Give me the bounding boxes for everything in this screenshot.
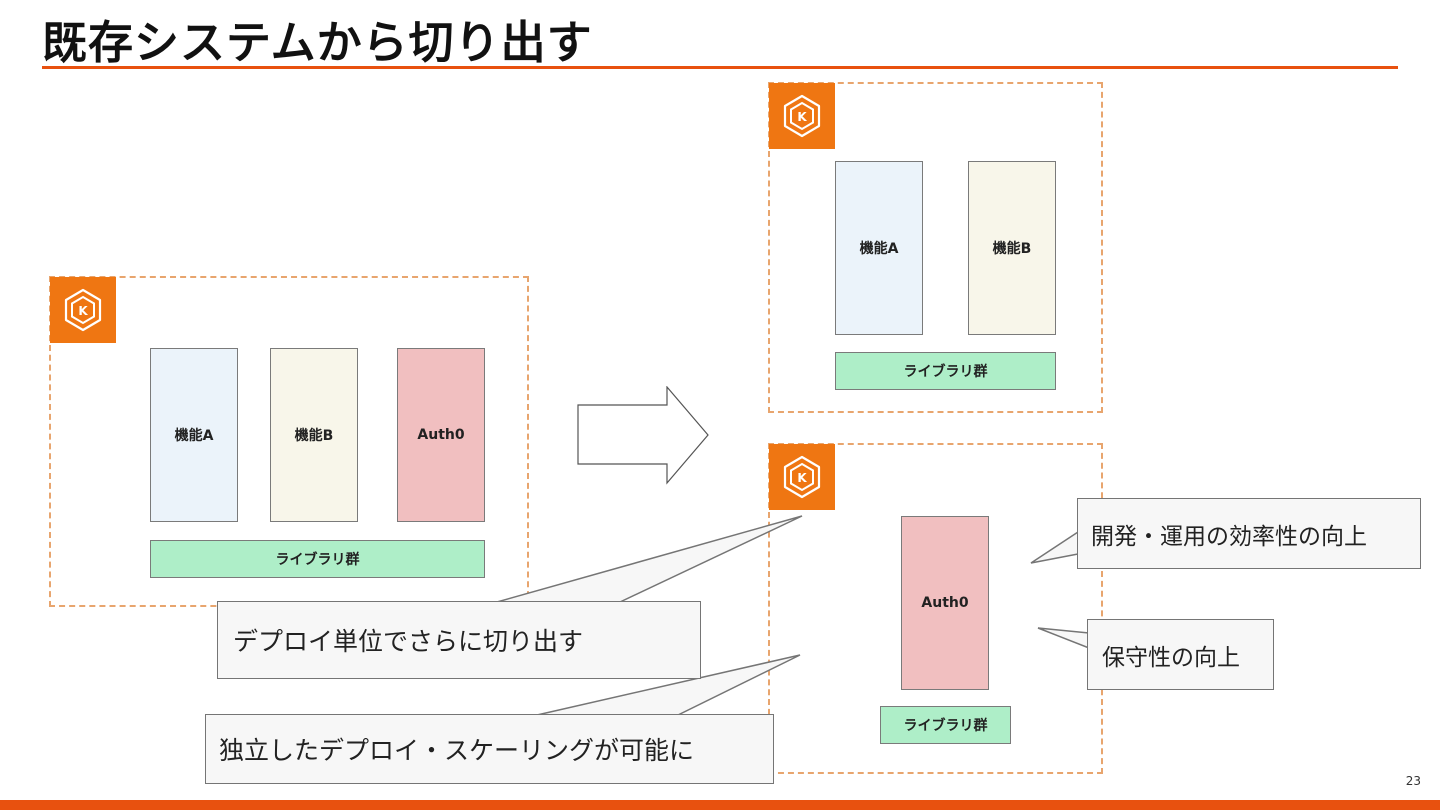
feature-b-module: 機能B (968, 161, 1056, 335)
auth-module: Auth0 (901, 516, 989, 690)
callout-split-more: デプロイ単位でさらに切り出す (217, 601, 701, 679)
cluster-after-bottom (768, 443, 1103, 774)
feature-a-module: 機能A (150, 348, 238, 522)
callout-maintainability: 保守性の向上 (1087, 619, 1274, 690)
auth-module: Auth0 (397, 348, 485, 522)
feature-a-module: 機能A (835, 161, 923, 335)
feature-b-module: 機能B (270, 348, 358, 522)
svg-text:K: K (797, 110, 807, 124)
library-module: ライブラリ群 (880, 706, 1011, 744)
kubernetes-icon: K (769, 444, 835, 510)
page-number: 23 (1405, 774, 1421, 788)
title-underline (42, 66, 1398, 69)
kubernetes-icon: K (50, 277, 116, 343)
library-module: ライブラリ群 (150, 540, 485, 578)
svg-text:K: K (797, 471, 807, 485)
callout-efficiency: 開発・運用の効率性の向上 (1077, 498, 1421, 569)
kubernetes-icon: K (769, 83, 835, 149)
slide-title: 既存システムから切り出す (42, 16, 593, 69)
footer-bar (0, 800, 1440, 810)
svg-text:K: K (78, 304, 88, 318)
right-arrow-icon (577, 385, 711, 490)
callout-independent-deploy: 独立したデプロイ・スケーリングが可能に (205, 714, 774, 784)
cluster-after-top (768, 82, 1103, 413)
library-module: ライブラリ群 (835, 352, 1056, 390)
